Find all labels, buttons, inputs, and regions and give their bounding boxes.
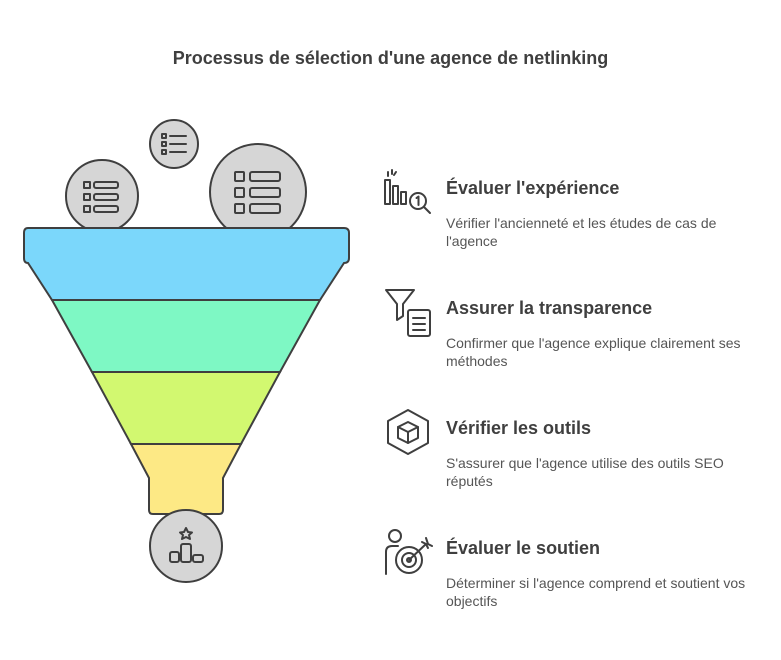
funnel-band-2 [50, 299, 322, 373]
cube-icon [387, 409, 429, 455]
step-description: S'assurer que l'agence utilise des outil… [446, 455, 724, 489]
list-icon [234, 171, 281, 214]
step-support: Évaluer le soutien Déterminer si l'agenc… [382, 528, 762, 628]
page-title: Processus de sélection d'une agence de n… [172, 48, 609, 68]
step-title: Évaluer l'expérience [446, 178, 620, 198]
step-description: Déterminer si l'agence comprend et souti… [446, 575, 746, 609]
output-bubble [149, 509, 223, 583]
list-icon [83, 181, 119, 213]
person-target-icon [385, 529, 433, 575]
filter-document-icon [385, 289, 431, 337]
step-tools: Vérifier les outils S'assurer que l'agen… [382, 408, 762, 508]
list-icon [161, 133, 187, 155]
step-description: Vérifier l'ancienneté et les études de c… [446, 215, 717, 249]
input-bubble-small [149, 119, 199, 169]
podium-star-icon [169, 527, 204, 563]
input-bubble-large [209, 143, 307, 241]
step-description: Confirmer que l'agence explique claireme… [446, 335, 741, 369]
funnel-band-4 [129, 443, 243, 515]
step-title: Évaluer le soutien [446, 538, 601, 558]
step-title: Assurer la transparence [446, 298, 653, 318]
funnel-band-3 [90, 371, 282, 445]
input-bubble-medium [65, 159, 139, 233]
step-transparency: Assurer la transparence Confirmer que l'… [382, 288, 762, 388]
step-experience: Évaluer l'expérience Vérifier l'ancienne… [382, 168, 762, 268]
funnel-band-1 [23, 227, 350, 301]
step-title: Vérifier les outils [446, 418, 592, 438]
funnel [23, 227, 350, 515]
chart-search-icon [384, 169, 431, 214]
